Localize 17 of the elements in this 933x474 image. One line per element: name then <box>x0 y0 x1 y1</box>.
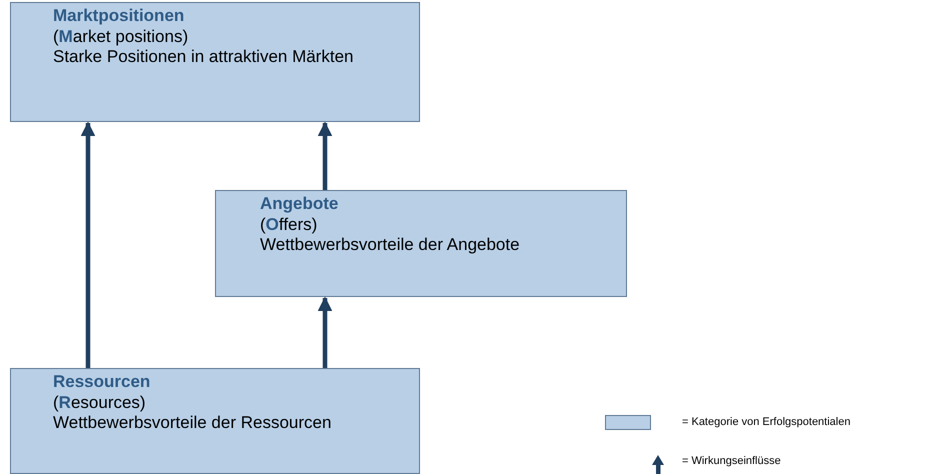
box-subtitle: (Resources) <box>53 392 147 413</box>
legend-label: = Wirkungseinflüsse <box>682 455 781 467</box>
box-description: Wettbewerbsvorteile der Ressourcen <box>53 413 332 434</box>
box-heading: Marktpositionen <box>53 6 186 26</box>
category-box <box>10 368 420 474</box>
box-heading: Ressourcen <box>53 372 152 392</box>
arrow <box>318 296 332 368</box>
box-subtitle: (Market positions) <box>53 26 190 47</box>
category-box <box>10 2 420 122</box>
box-heading: Angebote <box>260 194 340 214</box>
category-box <box>215 190 627 297</box>
legend-label: = Kategorie von Erfolgspotentialen <box>682 416 850 428</box>
arrow <box>318 122 332 190</box>
box-subtitle: (Offers) <box>260 214 318 235</box>
arrow <box>80 122 96 368</box>
box-description: Wettbewerbsvorteile der Angebote <box>260 235 521 256</box>
box-description: Starke Positionen in attraktiven Märkten <box>53 47 354 68</box>
